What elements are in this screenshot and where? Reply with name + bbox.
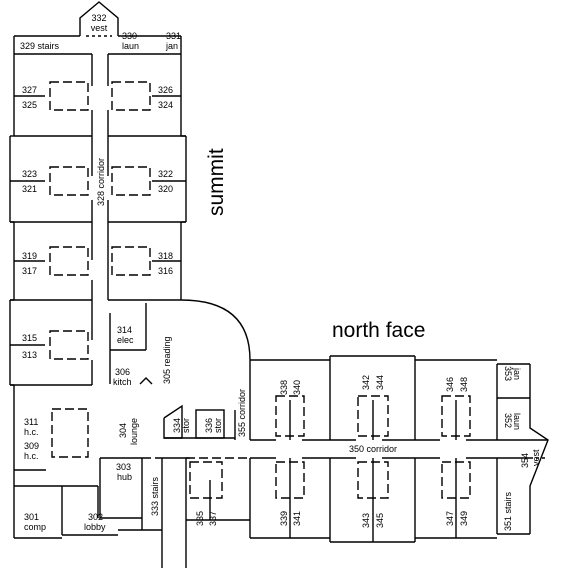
room-309-number: 309 (24, 441, 40, 451)
room-332-name: vest (90, 23, 108, 33)
room-331-name: jan (166, 41, 179, 51)
room-335-label: 335 (195, 510, 205, 526)
room-314-number: 314 (117, 325, 133, 335)
room-349-label: 349 (459, 510, 469, 526)
room-344-label: 344 (375, 374, 385, 390)
summit-wing-walls (9, 1, 250, 568)
room-332-number: 332 (91, 13, 107, 23)
room-328-label: 328 corridor (96, 157, 106, 206)
room-306-number: 306 (115, 367, 131, 377)
room-303-number: 303 (116, 462, 132, 472)
room-354-number: 354 (520, 452, 530, 468)
north-face-walls (142, 355, 549, 543)
room-352-name: laun (512, 413, 522, 431)
room-327-label: 327 (22, 85, 38, 95)
room-339-label: 339 (279, 510, 289, 526)
room-306-name: kitch (113, 377, 132, 387)
room-324-label: 324 (158, 100, 174, 110)
room-355-label: 355 corridor (237, 388, 247, 437)
wing-title-summit: summit (205, 148, 228, 216)
room-320-label: 320 (158, 184, 174, 194)
room-314-name: elec (117, 335, 134, 345)
room-311-number: 311 (24, 417, 39, 427)
room-301-number: 301 (24, 512, 40, 522)
reading-curve (180, 299, 251, 440)
room-309-name: h.c. (24, 451, 39, 461)
room-303-name: hub (117, 472, 133, 482)
room-330-name: laun (122, 41, 140, 51)
room-341-label: 341 (292, 510, 302, 526)
room-342-label: 342 (361, 374, 371, 390)
room-325-label: 325 (22, 100, 38, 110)
room-331-number: 331 (166, 31, 182, 41)
room-347-label: 347 (445, 510, 455, 526)
room-317-label: 317 (22, 266, 38, 276)
room-337-label: 337 (208, 510, 218, 526)
wing-title-north-face: north face (332, 319, 426, 342)
room-319-label: 319 (22, 251, 38, 261)
room-315-label: 315 (22, 333, 38, 343)
room-321-label: 321 (22, 184, 38, 194)
room-340-label: 340 (292, 379, 302, 395)
room-323-label: 323 (22, 169, 38, 179)
room-345-label: 345 (375, 512, 385, 528)
room-334-name: stor (181, 417, 191, 433)
room-326-label: 326 (158, 85, 174, 95)
room-322-label: 322 (158, 169, 174, 179)
room-304-number: 304 (118, 422, 128, 438)
room-329-label: 329 stairs (20, 41, 60, 51)
room-353-name: jan (512, 368, 522, 381)
room-302-name: lobby (84, 522, 106, 532)
room-354-name: vest (531, 449, 541, 466)
room-346-label: 346 (445, 376, 455, 392)
room-316-label: 316 (158, 266, 174, 276)
room-318-label: 318 (158, 251, 174, 261)
room-311-name: h.c. (24, 427, 39, 437)
room-304-name: lounge (129, 417, 139, 445)
room-302-number: 302 (88, 512, 104, 522)
room-301-name: comp (24, 522, 47, 532)
room-343-label: 343 (361, 512, 371, 528)
room-350-label: 350 corridor (349, 444, 398, 454)
room-336-name: stor (213, 417, 223, 433)
room-313-label: 313 (22, 350, 38, 360)
room-348-label: 348 (459, 376, 469, 392)
room-333-label: 333 stairs (150, 476, 160, 516)
room-330-number: 330 (122, 31, 138, 41)
room-305-label: 305 reading (162, 336, 172, 384)
room-338-label: 338 (279, 379, 289, 395)
room-351-label: 351 stairs (503, 491, 513, 531)
